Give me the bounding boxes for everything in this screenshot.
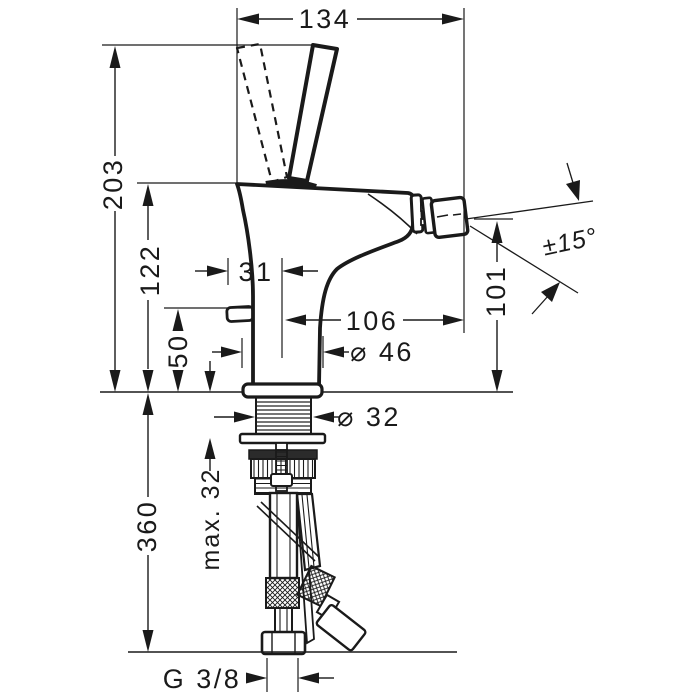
dim-knob-height: 50	[163, 333, 193, 368]
dimension-lines	[114, 18, 498, 679]
dim-spout-width: 134	[299, 4, 352, 34]
dim-total-height: 203	[98, 158, 128, 211]
lever-junction	[265, 179, 317, 190]
swivel-angle-lines	[465, 162, 594, 315]
arrowheads	[109, 13, 580, 684]
dim-hose-length: 360	[132, 500, 162, 553]
hose-nut-right	[315, 604, 367, 652]
popup-rod-knob	[225, 305, 255, 323]
lever-dashed-outline	[235, 42, 289, 184]
dim-clamping-depth: max. 32	[197, 468, 225, 571]
extension-lines	[102, 8, 513, 692]
supply-hose-right	[295, 492, 367, 652]
popup-rod-diagonal	[256, 501, 320, 562]
spout-outlet	[409, 193, 470, 240]
outlet-centerline	[436, 213, 462, 218]
dim-outlet-height: 101	[481, 265, 511, 318]
washer	[238, 432, 327, 445]
dim-connection-thread: G 3/8	[163, 664, 242, 694]
datum-lines	[100, 391, 513, 653]
dim-rod-offset: 31	[238, 257, 273, 287]
mounting-nut	[248, 442, 318, 495]
threaded-shank	[255, 396, 312, 436]
dim-spout-reach: 106	[346, 306, 399, 336]
supply-hose-left	[260, 491, 307, 656]
base-flange	[241, 382, 324, 399]
dim-base-diameter: ⌀ 46	[350, 337, 414, 367]
lever-handle	[287, 43, 339, 183]
dim-body-height: 122	[135, 244, 165, 297]
dim-shank-diameter: ⌀ 32	[337, 402, 401, 432]
aerator-cap	[429, 195, 470, 240]
dim-swivel-range: ±15°	[540, 223, 600, 262]
hose-nut-left	[260, 630, 307, 656]
